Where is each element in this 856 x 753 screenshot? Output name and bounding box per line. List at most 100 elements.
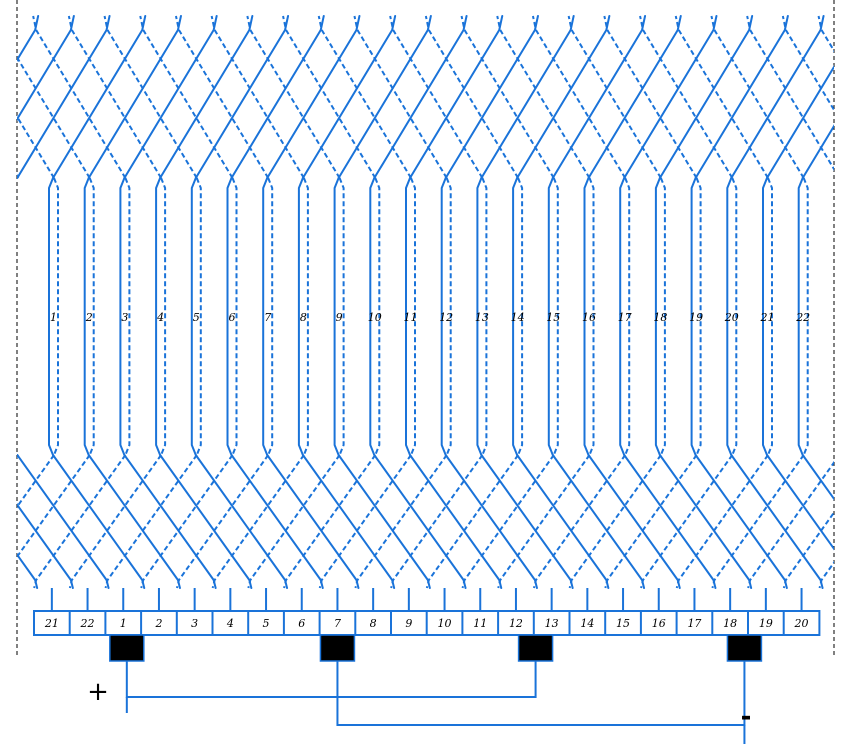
commutator-segment-label: 1: [120, 617, 127, 630]
bottom-end-dashed: [568, 454, 662, 589]
coil-side-bottom: [195, 177, 202, 456]
commutator-segment-label: 18: [723, 617, 737, 630]
commutator-segment-label: 3: [191, 617, 198, 630]
brush: [517, 634, 554, 662]
bottom-end-dashed: [497, 454, 591, 589]
bottom-end-dashed: [318, 454, 412, 589]
top-end-dashed: [639, 15, 734, 179]
slot-label: 3: [121, 311, 128, 324]
coil-side-bottom: [517, 177, 524, 456]
brush: [726, 634, 763, 662]
coil-side-bottom: [731, 177, 738, 456]
coil-side-top: [190, 177, 197, 456]
commutator-segment-label: 7: [334, 617, 341, 630]
top-end-solid: [0, 16, 2, 178]
slot-label: 14: [511, 311, 525, 324]
top-end-solid: [694, 15, 789, 179]
coil-side-top: [297, 177, 304, 456]
commutator-segment-label: 13: [545, 617, 559, 630]
top-end-solid: [266, 15, 361, 179]
boundary-lines: [16, 0, 835, 655]
coil-side-top: [762, 177, 768, 456]
top-end-dashed: [353, 15, 448, 179]
coil-side-top: [83, 177, 90, 456]
top-end-dashed: [567, 15, 662, 179]
bottom-end-dashed: [818, 560, 834, 589]
slot-label: 21: [760, 311, 775, 324]
slot-label: 5: [193, 311, 200, 324]
bottom-end-dashed: [425, 454, 519, 589]
commutator-segment-label: 16: [652, 617, 666, 630]
coil-side-top: [155, 177, 162, 456]
commutator-segment-label: 12: [509, 617, 523, 630]
bottom-end-dashed: [354, 454, 448, 589]
bottom-end-dashed: [711, 454, 805, 589]
top-end-dashed: [746, 15, 834, 171]
top-end-dashed: [424, 15, 519, 179]
coil-side-top: [119, 177, 126, 456]
commutator-segment-label: 17: [687, 617, 701, 630]
top-end-solid: [444, 15, 539, 179]
brush: [109, 634, 145, 662]
coil-side-top: [547, 177, 554, 456]
coil-side-bottom: [124, 177, 131, 456]
negative-bus: [336, 661, 746, 726]
top-end-solid: [409, 15, 504, 179]
bottom-end-solid: [0, 455, 1, 588]
coil-side-top: [797, 177, 804, 456]
coil-side-top: [654, 177, 661, 456]
bottom-end-dashed: [17, 454, 91, 559]
coil-side-bottom: [624, 177, 631, 456]
slot-label: 6: [229, 311, 236, 324]
coil-side-bottom: [374, 177, 381, 456]
top-end-solid: [123, 15, 218, 179]
commutator-segment-label: 15: [616, 617, 630, 630]
bottom-end-dashed: [17, 454, 20, 459]
coil-side-top: [333, 177, 340, 456]
coil-side-top: [476, 177, 483, 456]
bottom-end-solid: [766, 454, 834, 551]
slot-label: 17: [618, 311, 632, 324]
top-end-solid: [730, 15, 825, 179]
coil-side-bottom: [267, 177, 274, 456]
top-end-dashed: [496, 15, 591, 179]
coil-side-top: [440, 177, 447, 456]
commutator-segment-label: 9: [405, 617, 412, 630]
top-end-solid: [230, 15, 325, 179]
coil-side-top: [690, 177, 697, 456]
top-end-solid: [801, 124, 834, 179]
top-end-dashed: [389, 15, 484, 179]
coil-side-bottom: [802, 177, 809, 456]
coil-side-top: [512, 177, 519, 456]
commutator-segment-label: 22: [80, 617, 95, 630]
brush: [319, 634, 356, 662]
commutator-segment-label: 5: [263, 617, 270, 630]
brush-leads: [125, 661, 746, 744]
coil-side-bottom: [53, 177, 59, 456]
bottom-end-dashed: [675, 454, 769, 589]
commutator-segment-label: 8: [370, 617, 377, 630]
commutator-segment-label: 4: [226, 617, 234, 630]
bottom-end-dashed: [747, 460, 834, 589]
coil-side-bottom: [445, 177, 452, 456]
coil-side-bottom: [552, 177, 559, 456]
slot-label: 19: [689, 311, 703, 324]
coil-side-top: [619, 177, 626, 456]
top-end-solid: [17, 15, 75, 122]
coil-side-top: [583, 177, 590, 456]
coil-side-top: [369, 177, 376, 456]
coil-side-top: [726, 177, 733, 456]
slot-label: 18: [653, 311, 667, 324]
top-end-dashed: [139, 15, 234, 179]
commutator-segment-label: 14: [580, 617, 594, 630]
top-end-dashed: [210, 15, 305, 179]
coil-side-bottom: [588, 177, 595, 456]
top-end-solid: [658, 15, 754, 179]
top-end-solid: [766, 64, 834, 179]
top-end-solid: [551, 15, 647, 179]
top-end-dashed: [460, 15, 555, 179]
coil-side-bottom: [695, 177, 702, 456]
bottom-end-dashed: [247, 454, 341, 589]
